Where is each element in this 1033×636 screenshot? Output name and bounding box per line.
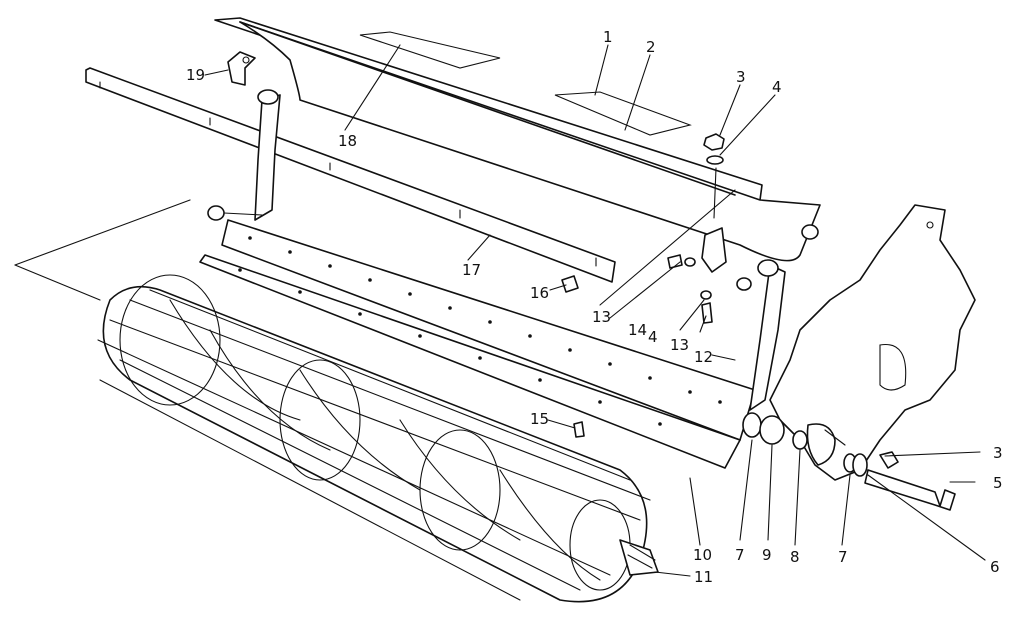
callout-11: 11 bbox=[694, 568, 713, 586]
callout-19: 19 bbox=[186, 66, 205, 84]
top-hardware bbox=[701, 133, 727, 273]
callout-5: 5 bbox=[993, 474, 1003, 492]
callout-1: 1 bbox=[603, 28, 613, 46]
callout-4-top: 4 bbox=[772, 78, 782, 96]
reference-lines bbox=[14, 199, 846, 446]
callout-16: 16 bbox=[530, 284, 549, 302]
callout-2: 2 bbox=[646, 38, 656, 56]
callout-6: 6 bbox=[990, 558, 1000, 576]
mid-hardware bbox=[561, 254, 713, 438]
callout-3-right: 3 bbox=[993, 444, 1003, 462]
callout-10: 10 bbox=[693, 546, 712, 564]
callout-17: 17 bbox=[462, 261, 481, 279]
callout-7-right: 7 bbox=[838, 548, 848, 566]
callout-13-lower: 13 bbox=[670, 336, 689, 354]
side-plate bbox=[769, 204, 976, 481]
bearing-stack bbox=[742, 412, 956, 511]
right-side-arm-12 bbox=[736, 224, 819, 411]
rear-shield bbox=[214, 17, 821, 262]
bracket-19 bbox=[227, 51, 256, 86]
callout-9: 9 bbox=[762, 546, 772, 564]
callout-3-top: 3 bbox=[736, 68, 746, 86]
callouts: 1 2 3 4 19 18 17 16 13 14 4 13 12 15 3 5… bbox=[186, 28, 1003, 586]
callout-12: 12 bbox=[694, 348, 713, 366]
flat-bar-17 bbox=[85, 67, 616, 283]
callout-15: 15 bbox=[530, 410, 549, 428]
callout-4-mid: 4 bbox=[648, 328, 658, 346]
callout-14: 14 bbox=[628, 321, 647, 339]
callout-18: 18 bbox=[338, 132, 357, 150]
callout-13-upper: 13 bbox=[592, 308, 611, 326]
reel-assembly bbox=[97, 274, 659, 603]
callout-8: 8 bbox=[790, 548, 800, 566]
callout-7-left: 7 bbox=[735, 546, 745, 564]
left-side-arm bbox=[207, 89, 281, 221]
leader-lines bbox=[204, 44, 986, 577]
bed-knife-10 bbox=[199, 219, 756, 469]
